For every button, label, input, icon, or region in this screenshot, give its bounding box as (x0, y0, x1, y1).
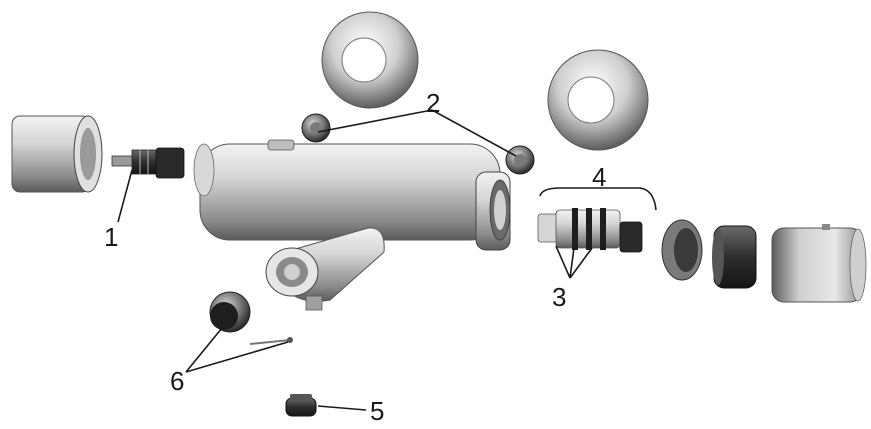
callout-1: 1 (104, 222, 118, 252)
part-3-o-ring (600, 208, 606, 250)
leader-lines (117, 109, 657, 411)
part-3-o-ring (586, 208, 592, 250)
outlet-spout (265, 227, 385, 311)
callout-5: 5 (370, 396, 384, 426)
part-4-flow-cartridge (537, 208, 643, 253)
knurled-ring (712, 225, 757, 289)
part-2-washer-right (505, 145, 535, 175)
callout-2: 2 (426, 88, 440, 118)
rose-cover-left (321, 11, 419, 109)
part-5-plug (285, 394, 317, 417)
right-handle (771, 224, 867, 303)
threaded-ring (661, 219, 703, 281)
left-end-cap (11, 115, 103, 193)
part-6-check-valve (209, 291, 251, 333)
rose-cover-right (547, 49, 649, 151)
part-3-o-ring (572, 208, 578, 250)
callout-6: 6 (170, 366, 184, 396)
callout-4: 4 (592, 162, 606, 192)
valve-body (193, 139, 511, 251)
part-6-pin (249, 337, 293, 345)
part-2-washer-left (301, 113, 331, 143)
callout-3: 3 (552, 282, 566, 312)
part-1-cartridge (111, 147, 185, 179)
